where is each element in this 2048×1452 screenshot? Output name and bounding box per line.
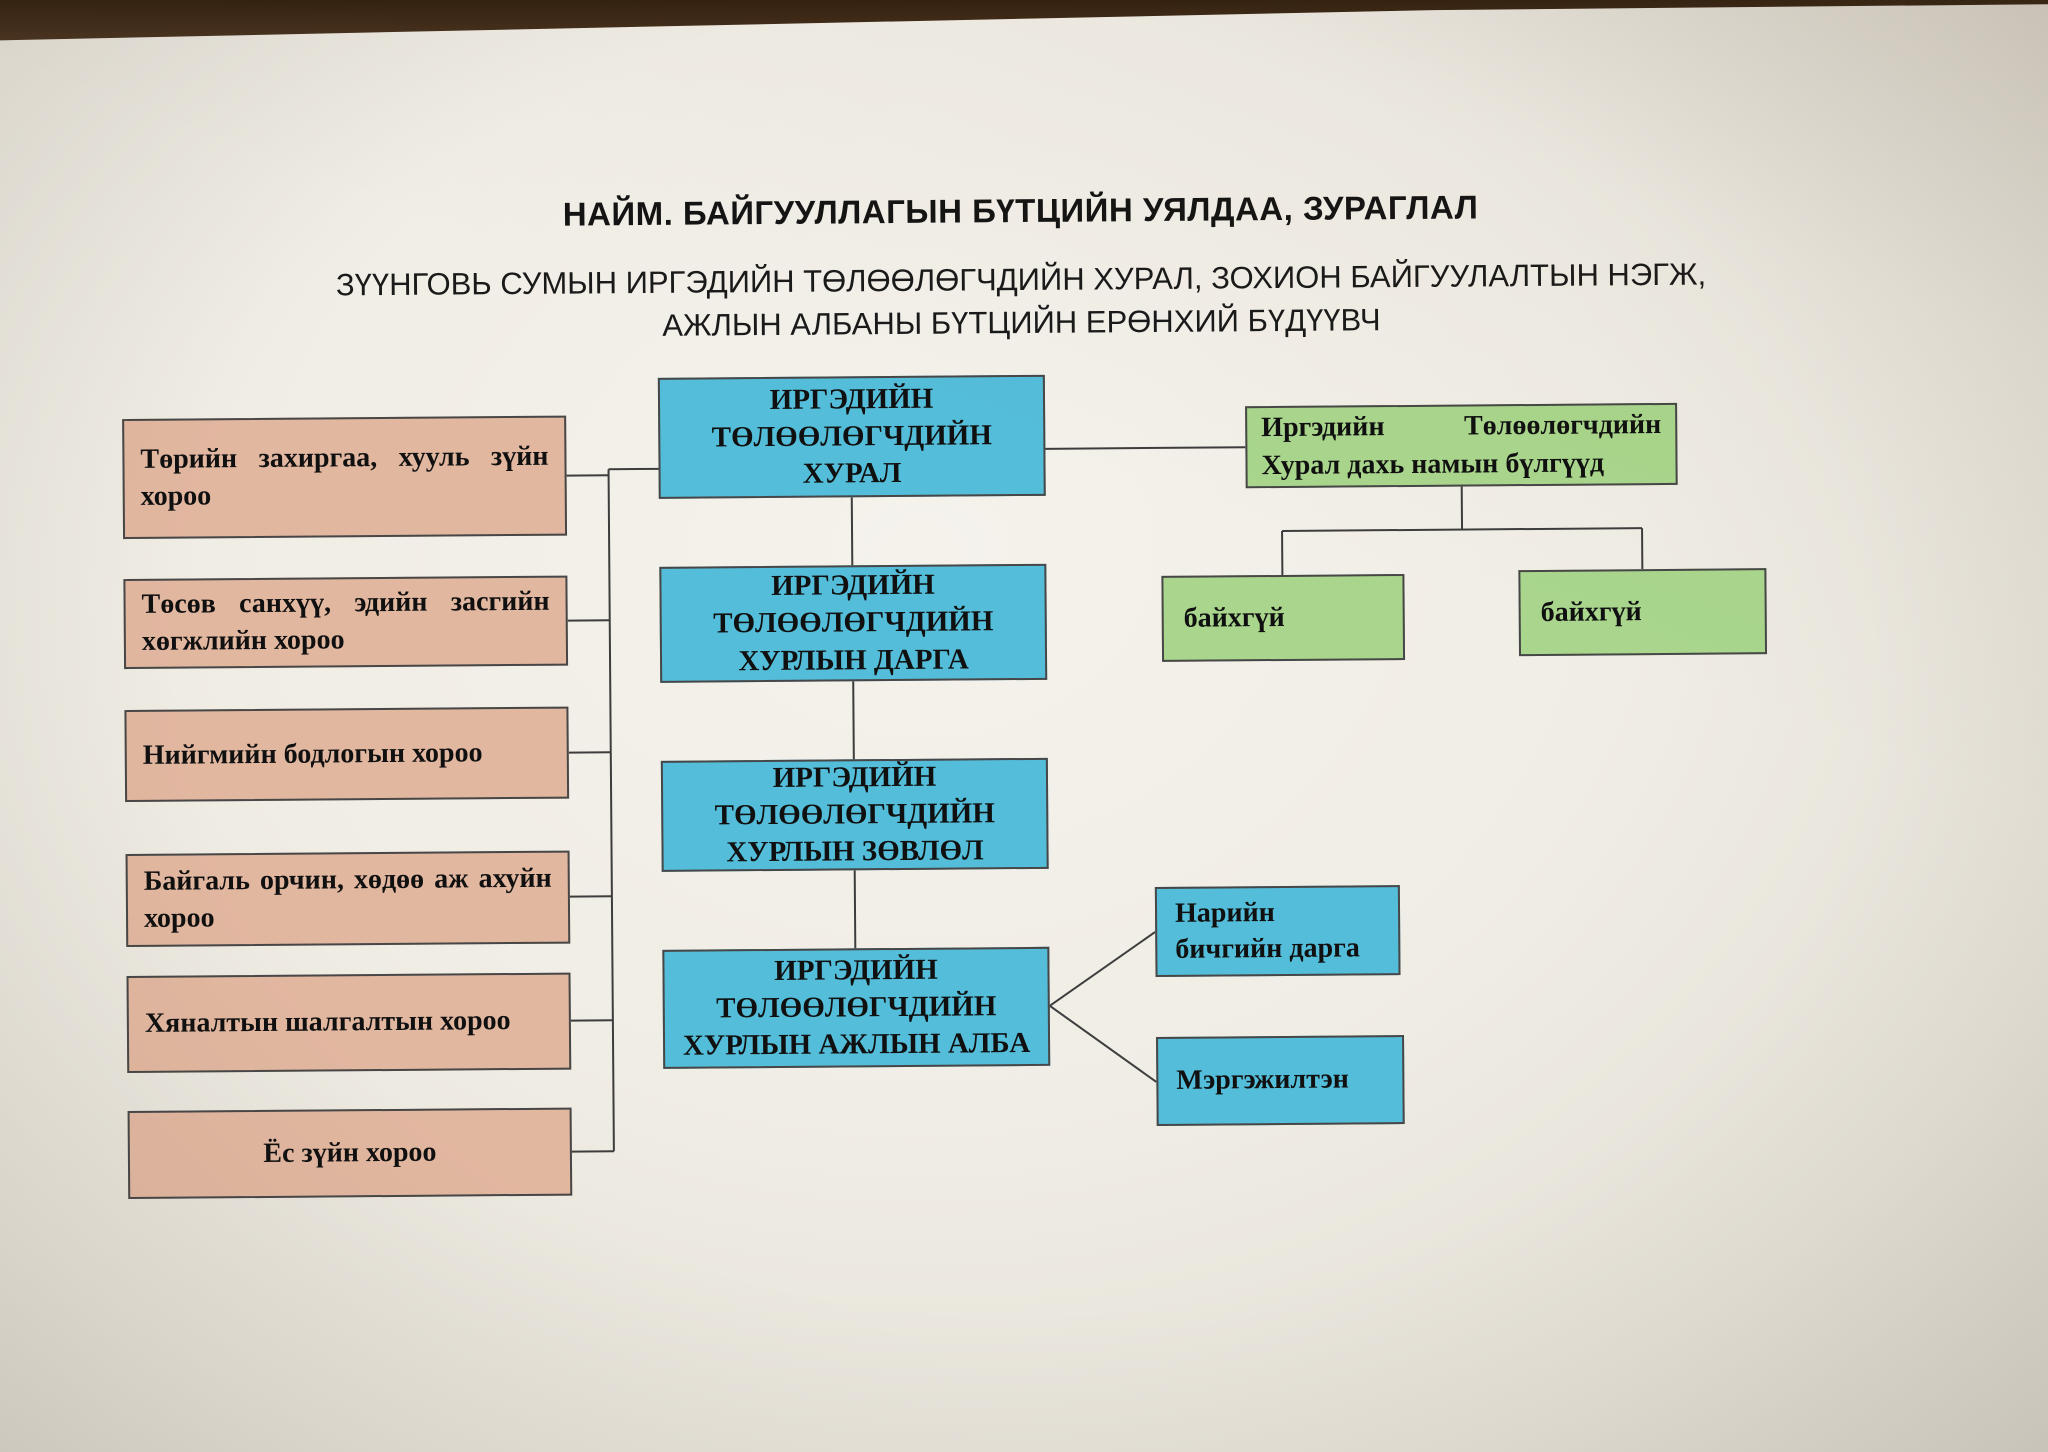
node-hurliin-darga: ИРГЭДИЙН ТӨЛӨӨЛӨГЧДИЙН ХУРЛЫН ДАРГА xyxy=(659,563,1048,683)
committee-box-6-label: Ёс зүйн хороо xyxy=(263,1136,437,1169)
node-ajliin-alba: ИРГЭДИЙН ТӨЛӨӨЛӨГЧДИЙН ХУРЛЫН АЖЛЫН АЛБА xyxy=(662,946,1051,1069)
connector-committees-trunk xyxy=(566,467,659,1153)
node-hural-label: ИРГЭДИЙН ТӨЛӨӨЛӨГЧДИЙН ХУРАЛ xyxy=(711,382,992,490)
connector-staff-fork xyxy=(1049,931,1157,1083)
party-group-box-1: байхгүй xyxy=(1161,574,1406,662)
node-hurliin-zovlol-label: ИРГЭДИЙН ТӨЛӨӨЛӨГЧДИЙН ХУРЛЫН ЗӨВЛӨЛ xyxy=(714,760,995,869)
staff-box-specialist: Мэргэжилтэн xyxy=(1156,1035,1405,1126)
connector-main-chain xyxy=(850,497,857,949)
party-groups-header-line-2: Хурал дахь намын бүлгүүд xyxy=(1261,447,1605,482)
staff-box-specialist-label: Мэргэжилтэн xyxy=(1176,1063,1349,1097)
party-group-box-2-label: байхгүй xyxy=(1540,596,1642,629)
committee-box-6: Ёс зүйн хороо xyxy=(127,1107,573,1200)
committee-box-3-label: Нийгмийн бодлогын хороо xyxy=(142,736,483,771)
connector-party-groups xyxy=(1045,446,1644,575)
staff-box-secretary: Нарийн бичгийн дарга xyxy=(1154,885,1401,977)
committee-box-1-label: Төрийн захиргаа, хууль зүйн хороо xyxy=(140,440,549,512)
committee-box-4-label: Байгаль орчин, хөдөө аж ахуйн хороо xyxy=(143,862,552,934)
committee-box-2: Төсөв санхүү, эдийн засгийн хөгжлийн хор… xyxy=(123,575,569,670)
node-hural: ИРГЭДИЙН ТӨЛӨӨЛӨГЧДИЙН ХУРАЛ xyxy=(657,374,1046,499)
party-group-box-2: байхгүй xyxy=(1518,568,1768,657)
party-groups-header-label: Иргэдийн Төлөөлөгчдийн Хурал дахь намын … xyxy=(1261,406,1662,484)
node-hurliin-zovlol: ИРГЭДИЙН ТӨЛӨӨЛӨГЧДИЙН ХУРЛЫН ЗӨВЛӨЛ xyxy=(660,757,1049,872)
node-ajliin-alba-label: ИРГЭДИЙН ТӨЛӨӨЛӨГЧДИЙН ХУРЛЫН АЖЛЫН АЛБА xyxy=(682,953,1031,1062)
committee-box-5: Хяналтын шалгалтын хороо xyxy=(126,972,572,1074)
committee-box-1: Төрийн захиргаа, хууль зүйн хороо xyxy=(122,415,568,540)
node-hurliin-darga-label: ИРГЭДИЙН ТӨЛӨӨЛӨГЧДИЙН ХУРЛЫН ДАРГА xyxy=(713,569,994,677)
party-groups-header-line-1: Иргэдийн Төлөөлөгчдийн xyxy=(1261,409,1662,444)
staff-box-secretary-label: Нарийн бичгийн дарга xyxy=(1174,896,1360,965)
party-group-box-1-label: байхгүй xyxy=(1183,602,1285,634)
committee-box-4: Байгаль орчин, хөдөө аж ахуйн хороо xyxy=(125,850,571,948)
committee-box-5-label: Хяналтын шалгалтын хороо xyxy=(144,1005,511,1039)
party-groups-header-box: Иргэдийн Төлөөлөгчдийн Хурал дахь намын … xyxy=(1245,402,1678,489)
committee-box-3: Нийгмийн бодлогын хороо xyxy=(124,706,570,803)
committee-box-2-label: Төсөв санхүү, эдийн засгийн хөгжлийн хор… xyxy=(141,585,550,657)
